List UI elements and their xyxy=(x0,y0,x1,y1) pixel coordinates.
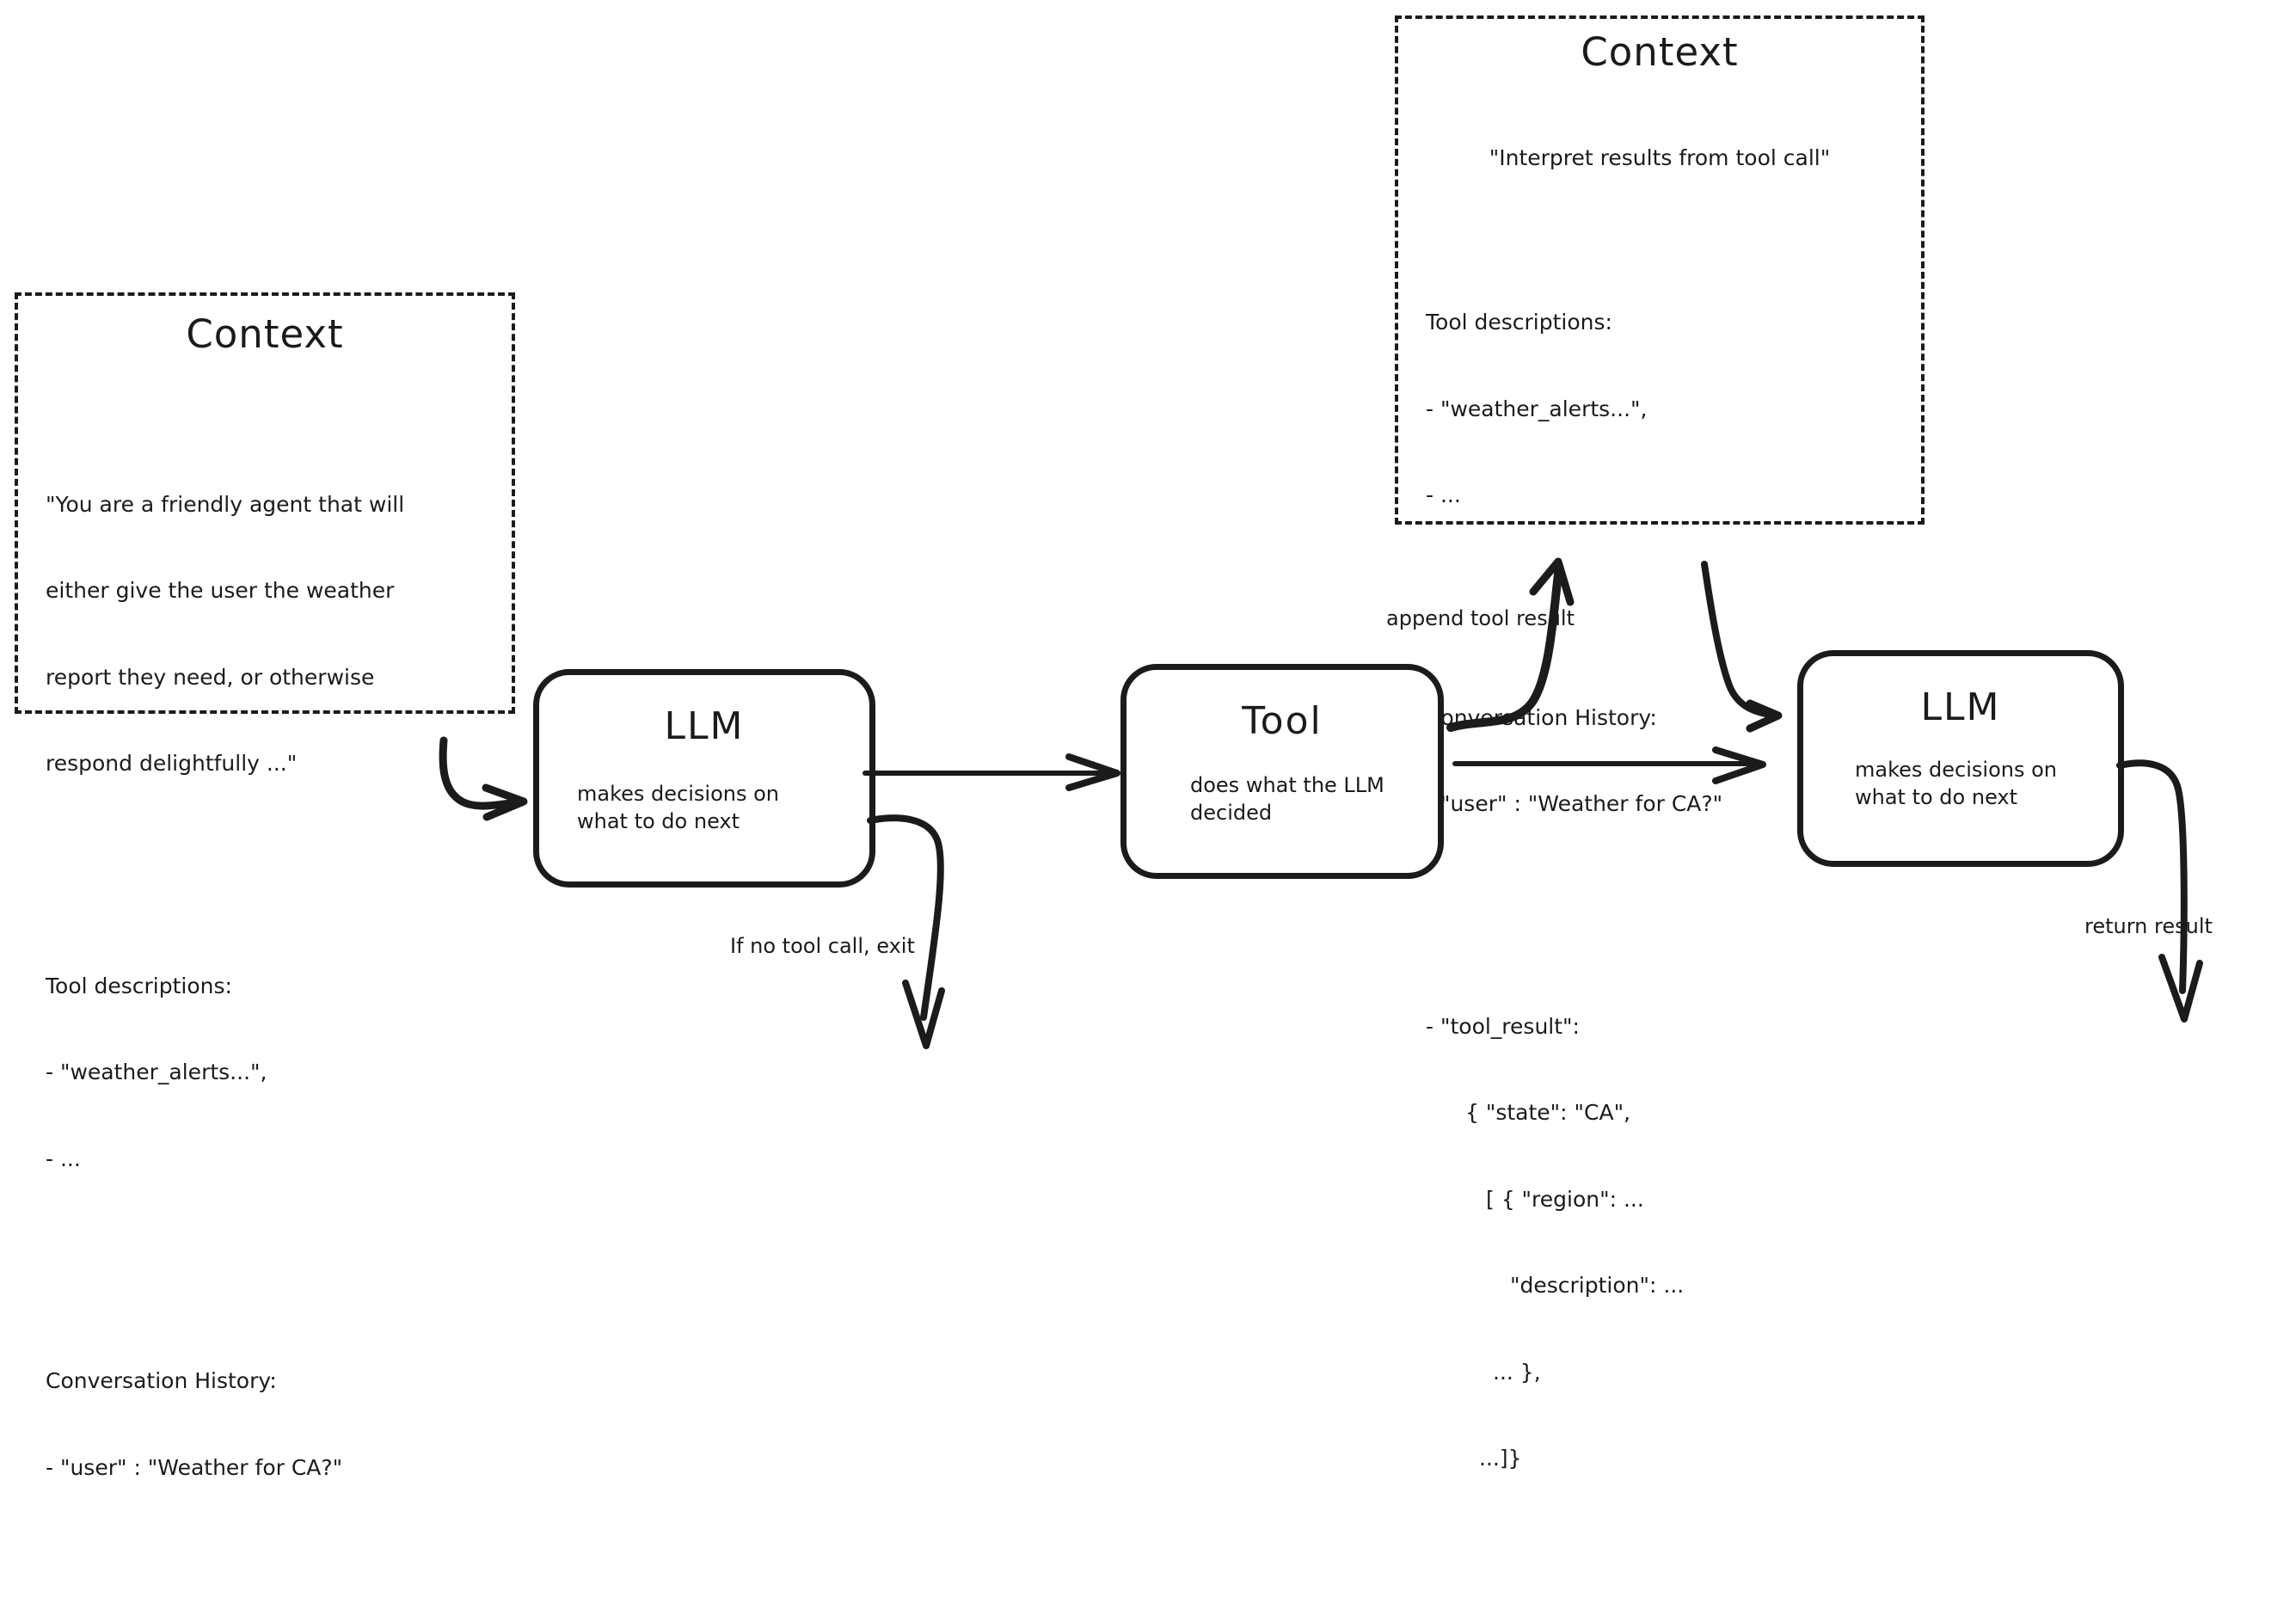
context-left-system-prompt-line: respond delightfully ..." xyxy=(46,749,491,778)
node-llm-first[interactable]: LLM makes decisions on what to do next xyxy=(533,669,875,888)
node-llm-first-subtitle-line: makes decisions on xyxy=(577,781,779,808)
node-llm-second-title: LLM xyxy=(1921,685,2001,729)
context-right-tool-descriptions: Tool descriptions: - "weather_alerts..."… xyxy=(1426,250,1906,568)
node-llm-first-subtitle: makes decisions on what to do next xyxy=(539,781,779,835)
context-right-tool-description-item: - ... xyxy=(1426,481,1906,510)
context-right-tool-result: - "tool_result": { "state": "CA", [ { "r… xyxy=(1426,955,1906,1531)
context-box-left: Context "You are a friendly agent that w… xyxy=(15,292,515,714)
node-llm-second-subtitle-line: makes decisions on xyxy=(1855,757,2057,784)
node-tool-title: Tool xyxy=(1242,699,1322,743)
context-right-tool-result-label: - "tool_result": xyxy=(1426,1012,1906,1041)
node-tool-subtitle-line: decided xyxy=(1190,800,1384,827)
node-tool-subtitle: does what the LLM decided xyxy=(1127,772,1384,826)
context-left-body: "You are a friendly agent that will eith… xyxy=(18,375,512,1597)
context-right-tool-description-item: - "weather_alerts...", xyxy=(1426,395,1906,424)
context-right-tool-result-line: ... }, xyxy=(1426,1358,1906,1387)
edge-label-return-result: return result xyxy=(2084,914,2213,938)
node-llm-second[interactable]: LLM makes decisions on what to do next xyxy=(1797,650,2124,867)
context-left-title: Context xyxy=(18,313,512,356)
context-right-tool-descriptions-heading: Tool descriptions: xyxy=(1426,308,1906,337)
context-right-instruction: "Interpret results from tool call" xyxy=(1426,144,1906,173)
node-tool[interactable]: Tool does what the LLM decided xyxy=(1120,664,1444,879)
node-llm-first-title: LLM xyxy=(665,704,745,748)
arrow-llm-second-return xyxy=(2120,763,2200,1019)
arrow-llm-first-to-tool xyxy=(865,757,1117,788)
context-left-system-prompt: "You are a friendly agent that will eith… xyxy=(46,433,491,836)
arrow-llm-first-exit xyxy=(870,818,942,1046)
context-left-tool-descriptions: Tool descriptions: - "weather_alerts..."… xyxy=(46,914,491,1232)
context-right-tool-result-line: ...]} xyxy=(1426,1444,1906,1473)
node-tool-subtitle-line: does what the LLM xyxy=(1190,772,1384,800)
context-left-conversation: Conversation History: - "user" : "Weathe… xyxy=(46,1309,491,1539)
context-right-title: Context xyxy=(1398,31,1921,74)
context-left-system-prompt-line: "You are a friendly agent that will xyxy=(46,490,491,519)
context-left-tool-descriptions-heading: Tool descriptions: xyxy=(46,972,491,1001)
context-left-system-prompt-line: report they need, or otherwise xyxy=(46,663,491,692)
context-left-conversation-item: - "user" : "Weather for CA?" xyxy=(46,1453,491,1483)
edge-label-if-no-tool-call-exit: If no tool call, exit xyxy=(730,934,915,958)
context-right-tool-result-line: "description": ... xyxy=(1426,1271,1906,1300)
context-left-conversation-heading: Conversation History: xyxy=(46,1367,491,1396)
context-left-tool-description-item: - "weather_alerts...", xyxy=(46,1058,491,1087)
context-box-right: Context "Interpret results from tool cal… xyxy=(1395,15,1925,525)
context-left-system-prompt-line: either give the user the weather xyxy=(46,576,491,605)
node-llm-second-subtitle-line: what to do next xyxy=(1855,784,2057,812)
diagram-canvas: Context "You are a friendly agent that w… xyxy=(0,0,2296,1089)
node-llm-second-subtitle: makes decisions on what to do next xyxy=(1803,757,2057,811)
edge-label-append-tool-result: append tool result xyxy=(1386,606,1575,630)
node-llm-first-subtitle-line: what to do next xyxy=(577,808,779,836)
context-right-tool-result-line: { "state": "CA", xyxy=(1426,1098,1906,1127)
context-right-tool-result-line: [ { "region": ... xyxy=(1426,1185,1906,1214)
context-left-tool-description-item: - ... xyxy=(46,1145,491,1174)
